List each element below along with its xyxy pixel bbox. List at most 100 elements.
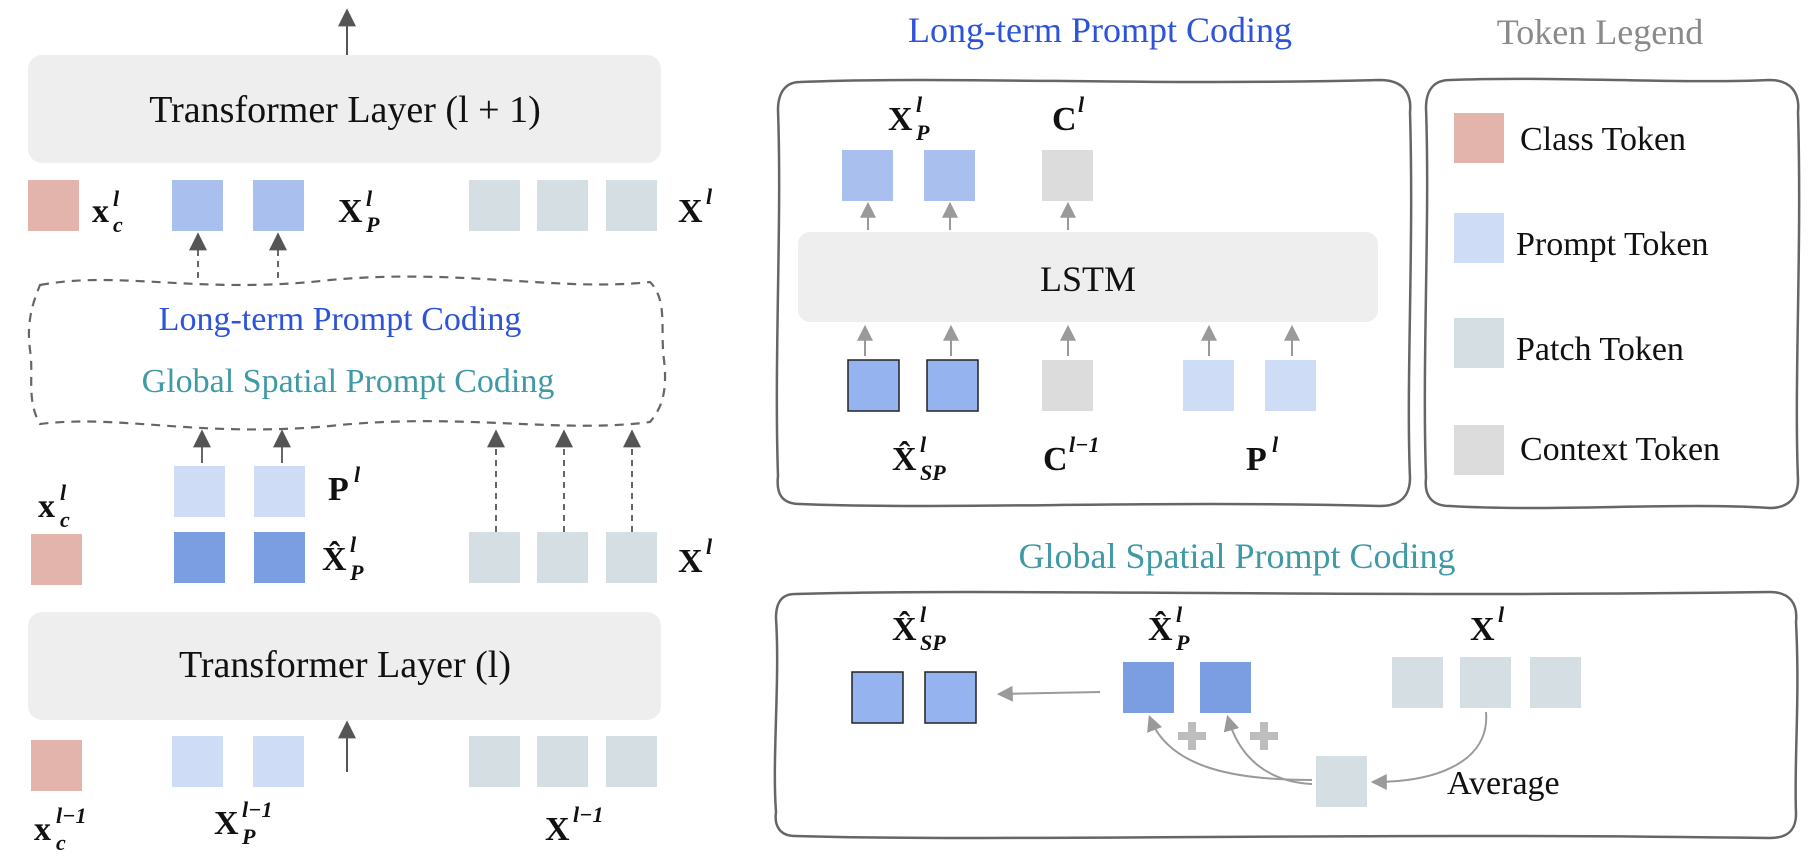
class-token bbox=[31, 534, 82, 585]
svg-text:l: l bbox=[1498, 602, 1505, 627]
patch-token bbox=[469, 532, 520, 583]
svg-text:P: P bbox=[328, 471, 349, 508]
svg-text:C: C bbox=[1052, 101, 1077, 138]
coding-long-label: Long-term Prompt Coding bbox=[159, 301, 522, 338]
transformer-layer-top-label: Transformer Layer (l + 1) bbox=[149, 89, 540, 131]
prompt-token bbox=[1123, 662, 1174, 713]
patch-token bbox=[606, 180, 657, 231]
label-x-l-mid: X l bbox=[678, 534, 713, 580]
svg-text:X: X bbox=[545, 811, 570, 848]
label-lt-c-lm1: C l−1 bbox=[1043, 432, 1099, 478]
svg-text:X: X bbox=[678, 193, 703, 230]
svg-text:P: P bbox=[241, 824, 256, 849]
average-arrow bbox=[1370, 711, 1488, 790]
svg-text:X̂: X̂ bbox=[322, 540, 347, 578]
long-term-panel: Long-term Prompt Coding X l P C l LSTM bbox=[775, 10, 1413, 508]
prompt-token bbox=[254, 532, 305, 583]
svg-text:l−1: l−1 bbox=[1069, 432, 1099, 457]
svg-text:l−1: l−1 bbox=[56, 803, 86, 828]
legend-title: Token Legend bbox=[1497, 12, 1703, 52]
patch-token bbox=[1392, 657, 1443, 708]
prompt-token bbox=[172, 736, 223, 787]
label-lt-p-l: P l bbox=[1246, 432, 1279, 478]
class-token bbox=[28, 180, 79, 231]
prompt-token bbox=[842, 150, 893, 201]
svg-text:c: c bbox=[113, 212, 123, 237]
patch-token bbox=[537, 532, 588, 583]
patch-token bbox=[606, 532, 657, 583]
legend-swatch-class bbox=[1454, 113, 1504, 163]
svg-text:X̂: X̂ bbox=[892, 440, 917, 478]
prompt-token bbox=[1200, 662, 1251, 713]
svg-text:l: l bbox=[920, 602, 927, 627]
legend-swatch-prompt bbox=[1454, 213, 1504, 263]
class-token bbox=[31, 740, 82, 791]
prompt-token bbox=[174, 466, 225, 517]
average-token bbox=[1316, 756, 1367, 807]
left-panel: Transformer Layer (l + 1) x l c X l P X … bbox=[27, 8, 713, 855]
svg-text:l: l bbox=[1272, 432, 1279, 457]
svg-text:x: x bbox=[34, 811, 51, 848]
prompt-token bbox=[1265, 360, 1316, 411]
svg-text:l: l bbox=[350, 532, 357, 557]
svg-text:X̂: X̂ bbox=[892, 610, 917, 648]
add-arrow bbox=[1223, 714, 1313, 785]
label-x-lm1: X l−1 bbox=[545, 802, 603, 848]
prompt-token bbox=[1183, 360, 1234, 411]
label-lt-xp-l: X l P bbox=[888, 92, 930, 145]
prompt-token bbox=[851, 671, 904, 724]
prompt-token bbox=[253, 180, 304, 231]
plus-icon bbox=[1250, 722, 1278, 750]
patch-token bbox=[606, 736, 657, 787]
svg-text:P: P bbox=[1175, 630, 1190, 655]
svg-text:X: X bbox=[888, 101, 913, 138]
label-gs-xhatp-l: X̂ l P bbox=[1148, 602, 1190, 655]
svg-text:l: l bbox=[706, 534, 713, 559]
label-p-l: P l bbox=[328, 462, 361, 508]
svg-text:l: l bbox=[1176, 602, 1183, 627]
svg-text:X̂: X̂ bbox=[1148, 610, 1173, 648]
svg-text:P: P bbox=[365, 212, 380, 237]
svg-text:l: l bbox=[916, 92, 923, 117]
prompt-token bbox=[847, 359, 900, 412]
lstm-label: LSTM bbox=[1040, 259, 1136, 299]
label-lt-c-l: C l bbox=[1052, 92, 1085, 138]
prompt-token bbox=[924, 150, 975, 201]
long-term-frame bbox=[775, 78, 1413, 508]
svg-text:l: l bbox=[60, 480, 67, 505]
svg-text:P: P bbox=[1246, 441, 1267, 478]
legend-swatch-context bbox=[1454, 425, 1504, 475]
legend-label-patch: Patch Token bbox=[1516, 331, 1684, 368]
svg-text:l: l bbox=[1078, 92, 1085, 117]
legend-label-context: Context Token bbox=[1520, 431, 1720, 468]
svg-text:l−1: l−1 bbox=[573, 802, 603, 827]
svg-text:c: c bbox=[56, 830, 66, 855]
svg-text:l: l bbox=[354, 462, 361, 487]
patch-token bbox=[1460, 657, 1511, 708]
prompt-token bbox=[924, 671, 977, 724]
svg-text:P: P bbox=[915, 120, 930, 145]
legend-label-prompt: Prompt Token bbox=[1516, 226, 1709, 263]
label-xc-l-top: x l c bbox=[92, 186, 123, 237]
prompt-token bbox=[254, 466, 305, 517]
token-legend: Token Legend Class Token Prompt Token Pa… bbox=[1423, 12, 1801, 510]
svg-text:l−1: l−1 bbox=[242, 797, 272, 822]
patch-token bbox=[469, 180, 520, 231]
label-xc-l-mid: x l c bbox=[38, 480, 70, 532]
lstm-block bbox=[798, 232, 1378, 322]
svg-text:SP: SP bbox=[920, 460, 946, 485]
label-gs-x-l: X l bbox=[1470, 602, 1505, 648]
patch-token bbox=[469, 736, 520, 787]
svg-text:c: c bbox=[60, 507, 70, 532]
global-spatial-title: Global Spatial Prompt Coding bbox=[1019, 536, 1456, 576]
label-xc-lm1: x l−1 c bbox=[34, 803, 86, 855]
svg-text:C: C bbox=[1043, 441, 1068, 478]
svg-text:SP: SP bbox=[920, 630, 946, 655]
transformer-layer-bottom bbox=[28, 612, 661, 720]
transformer-layer-bottom-label: Transformer Layer (l) bbox=[179, 644, 511, 686]
legend-label-class: Class Token bbox=[1520, 121, 1686, 158]
svg-text:X: X bbox=[1470, 611, 1495, 648]
coding-global-label: Global Spatial Prompt Coding bbox=[142, 363, 555, 400]
svg-text:l: l bbox=[366, 186, 373, 211]
